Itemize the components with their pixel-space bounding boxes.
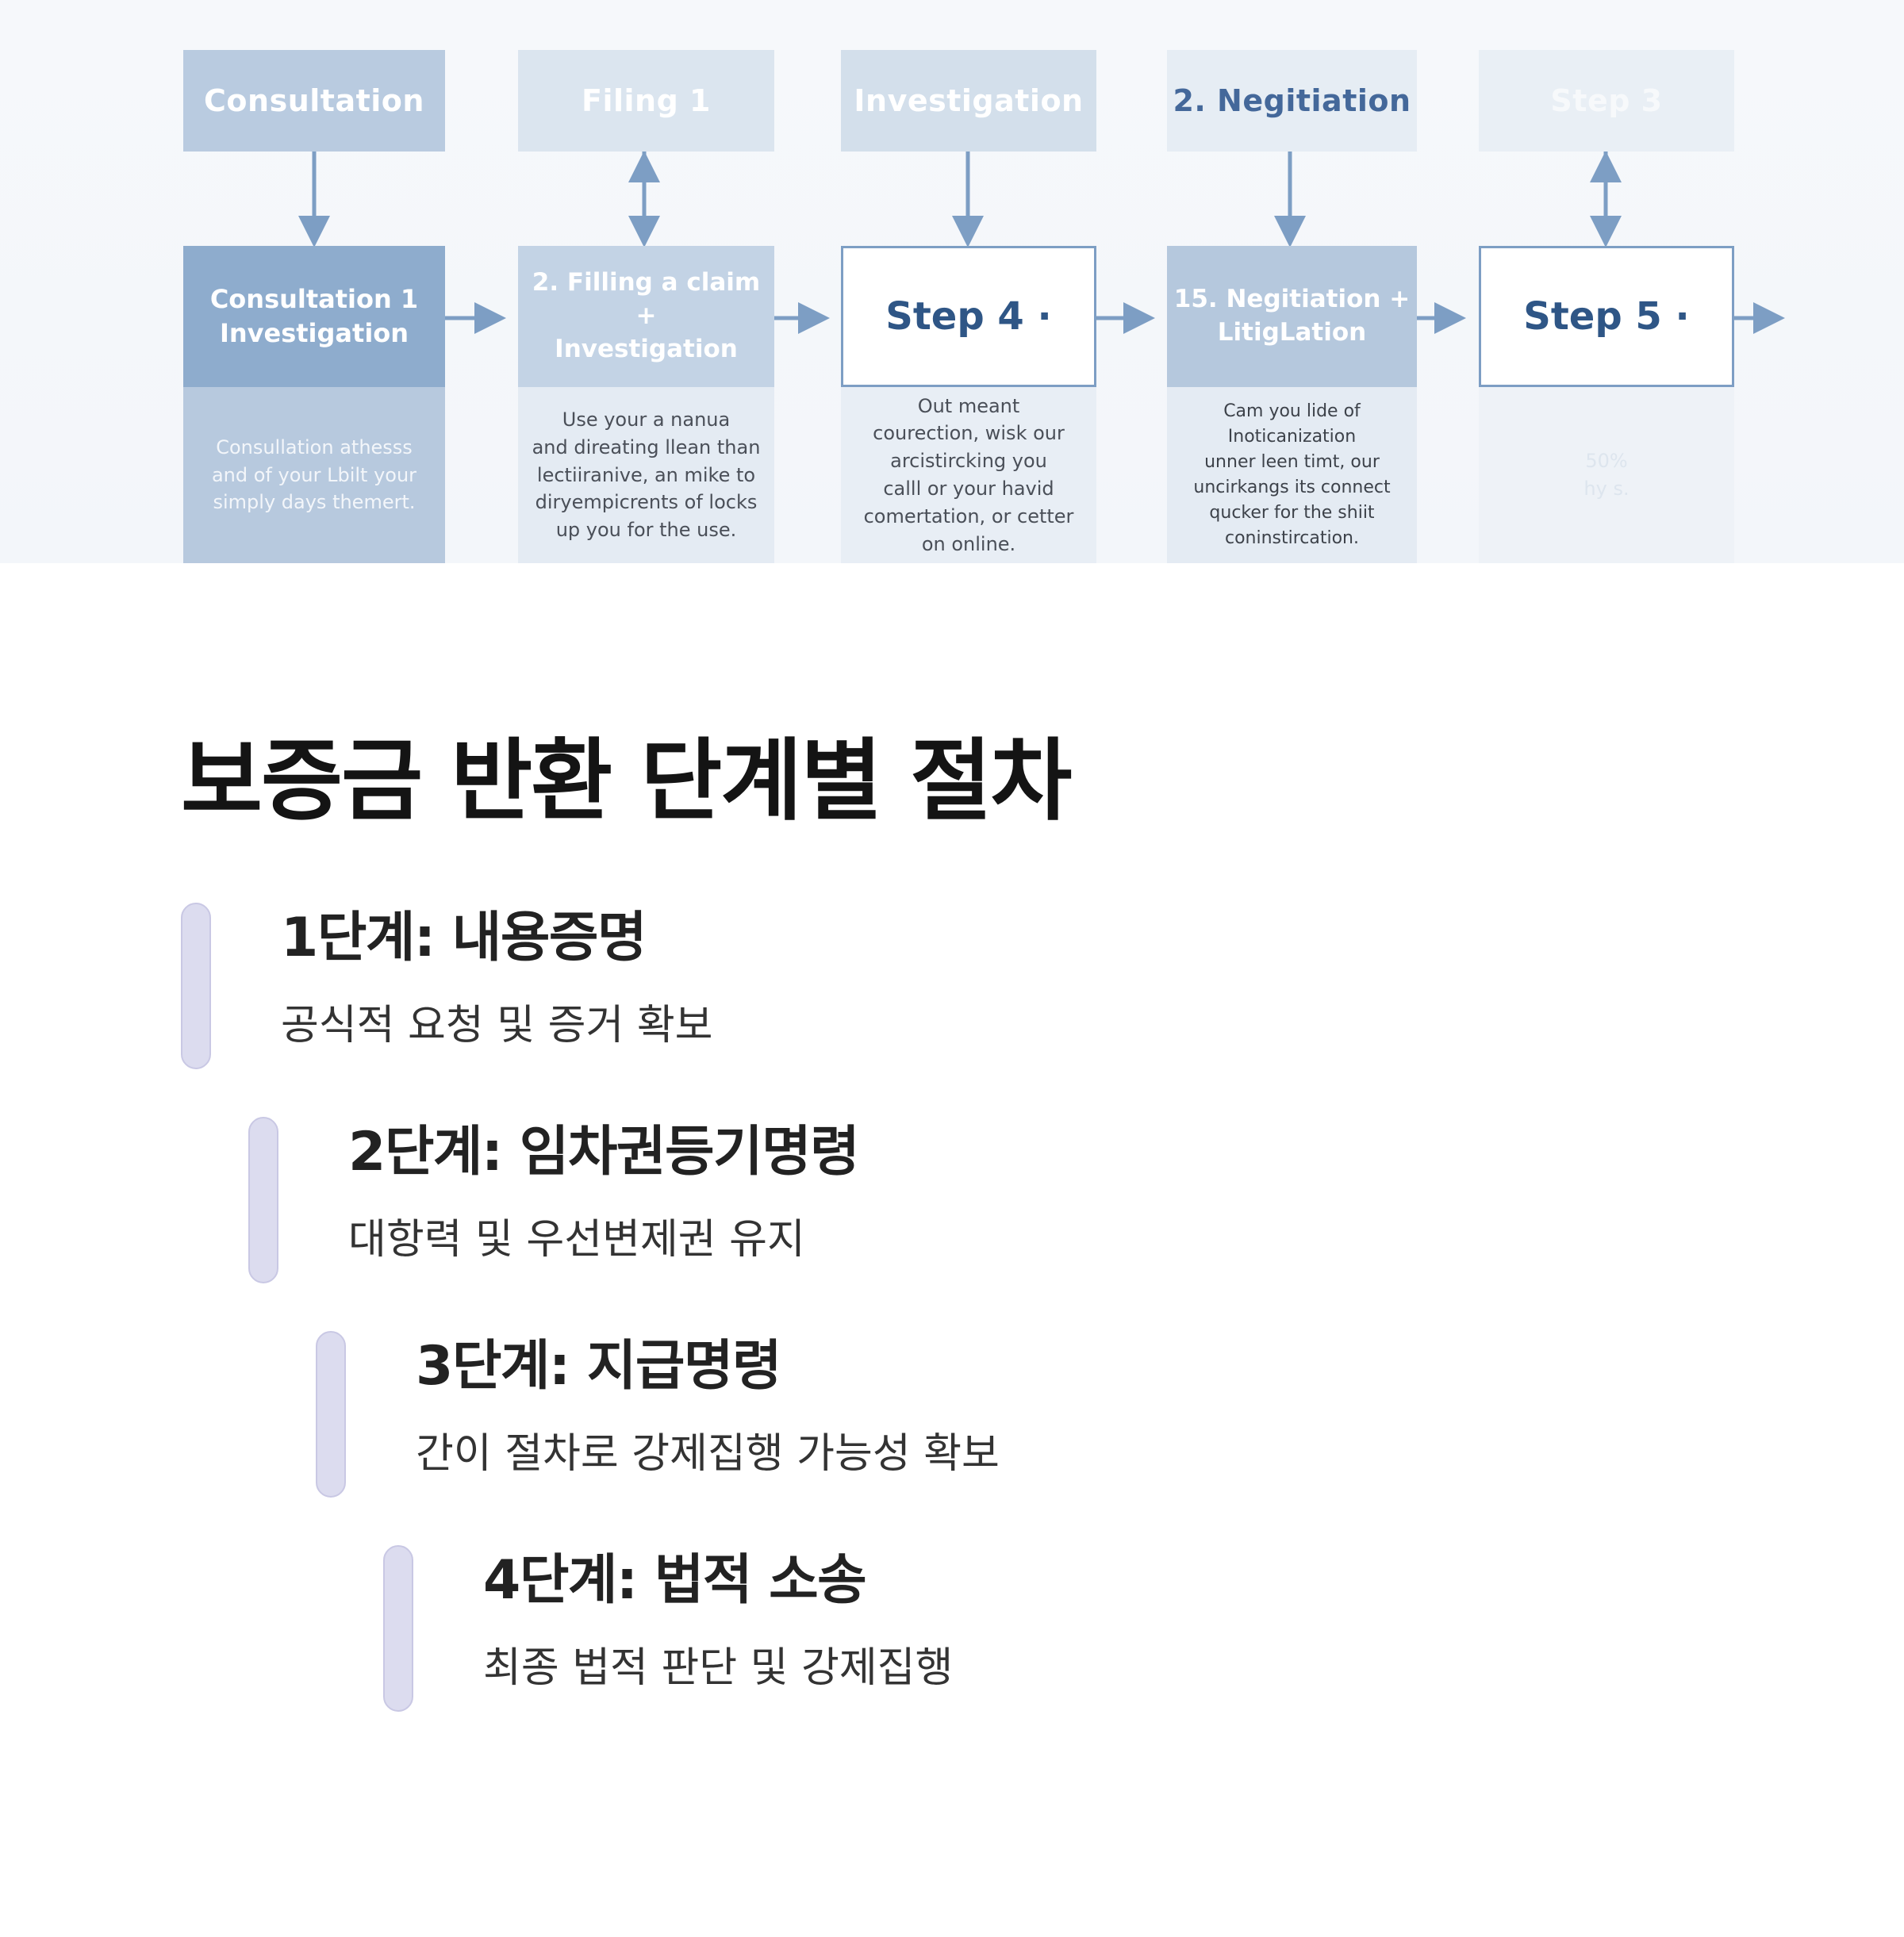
flow-step-box-2: 2. Filling a claim + Investigation (518, 246, 774, 387)
flow-step-box-1: Consultation 1 Investigation (183, 246, 445, 387)
process-flowchart-image: Consultation Filing 1 Investigation 2. N… (0, 0, 1904, 563)
step-item-2: 2단계: 임차권등기명령 대항력 및 우선변제권 유지 (248, 1117, 1200, 1287)
flow-step-label-2: 2. Filling a claim + Investigation (532, 268, 761, 363)
step-indicator-bar (248, 1117, 278, 1283)
flow-step-label-1: Consultation 1 Investigation (209, 283, 419, 348)
flow-step-box-4: 15. Negitiation + LitigLation (1167, 246, 1417, 387)
flow-top-label-5: Step 3 (1550, 83, 1663, 118)
flow-top-label-2: Filing 1 (582, 83, 711, 118)
step-title: 2단계: 임차권등기명령 (348, 1121, 860, 1183)
flow-top-box-4: 2. Negitiation (1167, 50, 1417, 152)
flow-top-label-1: Consultation (204, 83, 424, 118)
flow-desc-text-3: Out meant courection, wisk our arcistirc… (863, 394, 1074, 555)
step-item-3: 3단계: 지급명령 간이 절차로 강제집행 가능성 확보 (316, 1331, 1347, 1501)
flow-top-box-2: Filing 1 (518, 50, 774, 152)
flow-desc-text-2: Use your a nanua and direating llean tha… (532, 408, 761, 542)
flow-top-box-5: Step 3 (1479, 50, 1734, 152)
flow-desc-text-5: 50% hy s. (1583, 450, 1630, 500)
flowchart-arrows (298, 151, 1785, 334)
step-description: 대항력 및 우선변제권 유지 (348, 1216, 805, 1264)
page-title: 보증금 반환 단계별 절차 (181, 730, 1072, 833)
step-title: 1단계: 내용증명 (281, 907, 647, 969)
flow-top-label-3: Investigation (854, 83, 1084, 118)
step-indicator-bar (316, 1331, 346, 1498)
flow-step-label-4: 15. Negitiation + LitigLation (1173, 285, 1411, 347)
step-title: 3단계: 지급명령 (416, 1335, 782, 1398)
step-item-1: 1단계: 내용증명 공식적 요청 및 증거 확보 (181, 903, 1133, 1072)
flow-desc-box-5: 50% hy s. (1479, 387, 1734, 563)
flow-desc-box-1: Consullation athesss and of your Lbilt y… (183, 387, 445, 563)
flow-step-label-3: Step 4 · (885, 293, 1052, 339)
step-indicator-bar (181, 903, 211, 1069)
step-item-4: 4단계: 법적 소송 최종 법적 판단 및 강제집행 (383, 1545, 1415, 1715)
flow-step-box-5: Step 5 · (1479, 246, 1734, 387)
step-title: 4단계: 법적 소송 (483, 1549, 867, 1612)
flow-top-box-1: Consultation (183, 50, 445, 152)
flow-step-box-3: Step 4 · (841, 246, 1096, 387)
flow-desc-box-3: Out meant courection, wisk our arcistirc… (841, 387, 1096, 563)
flow-desc-box-4: Cam you lide of Inoticanization unner le… (1167, 387, 1417, 563)
flow-top-label-4: 2. Negitiation (1173, 83, 1411, 118)
flow-top-box-3: Investigation (841, 50, 1096, 152)
flow-step-label-5: Step 5 · (1523, 293, 1690, 339)
flow-desc-box-2: Use your a nanua and direating llean tha… (518, 387, 774, 563)
flow-desc-text-4: Cam you lide of Inoticanization unner le… (1193, 401, 1391, 548)
step-description: 공식적 요청 및 증거 확보 (281, 1002, 713, 1049)
flow-desc-text-1: Consullation athesss and of your Lbilt y… (211, 435, 417, 514)
step-description: 최종 법적 판단 및 강제집행 (483, 1644, 954, 1692)
step-description: 간이 절차로 강제집행 가능성 확보 (416, 1430, 1000, 1478)
step-indicator-bar (383, 1545, 413, 1712)
